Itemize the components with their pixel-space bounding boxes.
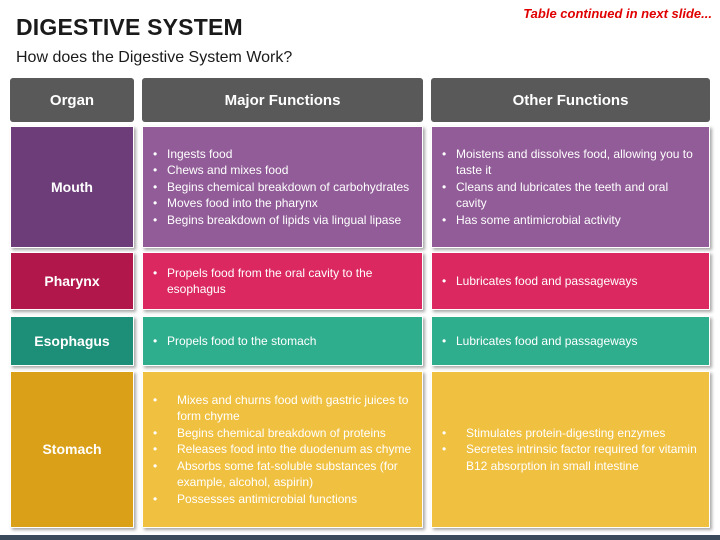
header-organ: Organ: [10, 78, 134, 122]
function-list: Stimulates protein-digesting enzymesSecr…: [442, 425, 701, 475]
organ-label: Mouth: [51, 178, 93, 195]
header-major-functions: Major Functions: [142, 78, 423, 122]
page-title: DIGESTIVE SYSTEM: [16, 14, 243, 40]
function-item: Lubricates food and passageways: [442, 273, 637, 290]
function-item: Mixes and churns food with gastric juice…: [153, 392, 414, 425]
other-cell-esophagus: Lubricates food and passageways: [431, 316, 710, 366]
other-cell-mouth: Moistens and dissolves food, allowing yo…: [431, 126, 710, 248]
organ-cell-mouth: Mouth: [10, 126, 134, 248]
major-cell-mouth: Ingests foodChews and mixes foodBegins c…: [142, 126, 423, 248]
function-item: Begins chemical breakdown of proteins: [153, 425, 414, 442]
function-item: Begins breakdown of lipids via lingual l…: [153, 212, 409, 229]
organ-label: Stomach: [42, 441, 102, 458]
major-cell-esophagus: Propels food to the stomach: [142, 316, 423, 366]
organ-cell-pharynx: Pharynx: [10, 252, 134, 310]
function-item: Absorbs some fat-soluble substances (for…: [153, 458, 414, 491]
function-item: Secretes intrinsic factor required for v…: [442, 441, 701, 474]
function-item: Ingests food: [153, 146, 409, 163]
function-list: Mixes and churns food with gastric juice…: [153, 392, 414, 508]
function-item: Moistens and dissolves food, allowing yo…: [442, 146, 701, 179]
major-cell-stomach: Mixes and churns food with gastric juice…: [142, 371, 423, 528]
continued-note: Table continued in next slide...: [523, 6, 712, 21]
function-item: Releases food into the duodenum as chyme: [153, 441, 414, 458]
function-item: Begins chemical breakdown of carbohydrat…: [153, 179, 409, 196]
function-list: Lubricates food and passageways: [442, 333, 637, 350]
organ-label: Esophagus: [34, 332, 110, 349]
function-list: Propels food from the oral cavity to the…: [153, 265, 414, 298]
organ-cell-esophagus: Esophagus: [10, 316, 134, 366]
function-item: Propels food from the oral cavity to the…: [153, 265, 414, 298]
function-item: Has some antimicrobial activity: [442, 212, 701, 229]
function-item: Moves food into the pharynx: [153, 195, 409, 212]
bottom-bar: [0, 535, 720, 540]
function-item: Stimulates protein-digesting enzymes: [442, 425, 701, 442]
page-subtitle: How does the Digestive System Work?: [16, 49, 293, 66]
function-list: Propels food to the stomach: [153, 333, 316, 350]
function-list: Moistens and dissolves food, allowing yo…: [442, 146, 701, 229]
function-item: Cleans and lubricates the teeth and oral…: [442, 179, 701, 212]
organ-cell-stomach: Stomach: [10, 371, 134, 528]
function-item: Possesses antimicrobial functions: [153, 491, 414, 508]
function-item: Propels food to the stomach: [153, 333, 316, 350]
header-other-functions: Other Functions: [431, 78, 710, 122]
function-item: Lubricates food and passageways: [442, 333, 637, 350]
other-cell-pharynx: Lubricates food and passageways: [431, 252, 710, 310]
organ-label: Pharynx: [44, 272, 100, 289]
major-cell-pharynx: Propels food from the oral cavity to the…: [142, 252, 423, 310]
function-list: Lubricates food and passageways: [442, 273, 637, 290]
function-list: Ingests foodChews and mixes foodBegins c…: [153, 146, 409, 229]
function-item: Chews and mixes food: [153, 162, 409, 179]
other-cell-stomach: Stimulates protein-digesting enzymesSecr…: [431, 371, 710, 528]
